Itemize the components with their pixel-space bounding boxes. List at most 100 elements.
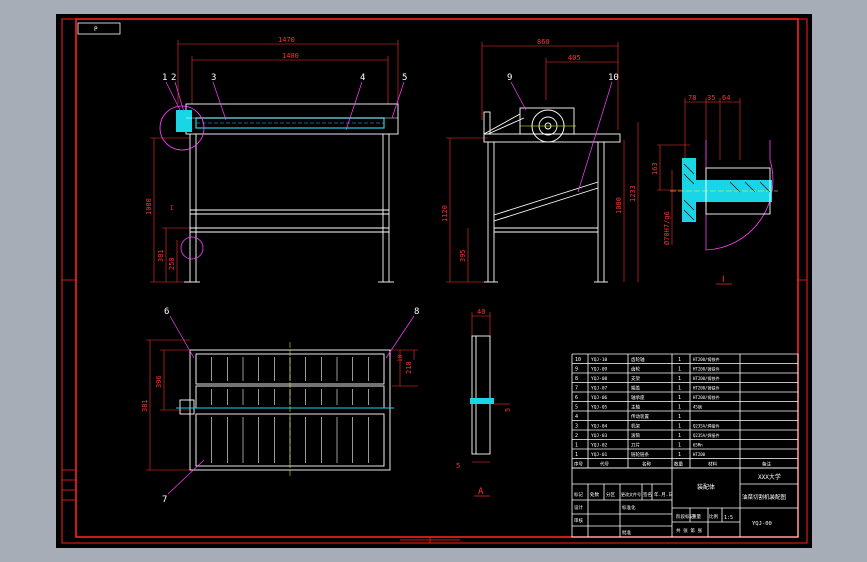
dim-detail-d3: 64	[722, 94, 730, 102]
inner-border	[75, 18, 799, 538]
dim-section-t2: 5	[456, 462, 460, 470]
bom-cell-qty: 1	[678, 357, 681, 363]
bom-cell-qty: 1	[678, 452, 681, 458]
bom-cell-mat: HT200/铸铁件	[693, 356, 719, 362]
label-1: 1	[162, 73, 167, 83]
top-shaft	[179, 399, 195, 415]
dim-top-h2: 381	[141, 399, 149, 412]
bom-cell-mat: HT200	[693, 452, 706, 457]
bom-cell-mat: Q235A/焊接件	[693, 432, 719, 438]
tb-zone: 分区	[606, 491, 615, 498]
tb-stage: 阶段标记	[676, 513, 694, 520]
dim-side-h2: 1080	[615, 197, 623, 214]
bom-cell-qty: 1	[678, 386, 681, 392]
bom-cell-no: 1	[575, 443, 578, 449]
bom-cell-no: 6	[575, 395, 578, 401]
bom-cell-mat: HT200/铸铁件	[693, 366, 719, 372]
bom-cell-no: 1	[575, 452, 578, 458]
dim-depth2: 405	[568, 54, 581, 62]
bom-head-note: 备注	[762, 461, 771, 468]
dim-detail-d1: 78	[688, 94, 696, 102]
bom-cell-no: 3	[575, 424, 578, 430]
bom-head-mat: 材料	[708, 461, 717, 468]
dim-side-h1: 1120	[441, 205, 449, 222]
tb-std: 标准化	[622, 504, 636, 511]
bom-cell-code: YQJ-08	[591, 376, 608, 382]
dim-detail-dia: Ø70H7/g6	[663, 211, 671, 245]
tb-designer: 设计	[574, 504, 583, 511]
bom-cell-mat: HT200/铸铁件	[693, 375, 719, 381]
dim-top-h4: 10	[397, 354, 404, 362]
bom-cell-code: YQJ-06	[591, 395, 608, 401]
bom-cell-name: 传动装置	[631, 413, 649, 420]
side-view: 860 405 1120 1080 1233 395	[441, 38, 639, 283]
bom-cell-no: 8	[575, 376, 578, 382]
label-4: 4	[360, 73, 365, 83]
dim-inner-width: 1400	[282, 52, 299, 60]
bom-cell-mat: 45钢	[693, 404, 702, 410]
bom-cell-no: 2	[575, 433, 578, 439]
bom-cell-qty: 1	[678, 405, 681, 411]
tb-date: 年.月.日	[654, 491, 673, 498]
dim-h2: 250	[168, 257, 176, 270]
bom-cell-code: YQJ-05	[591, 405, 608, 411]
front-shaft-end	[176, 110, 192, 132]
bom-cell-no: 4	[575, 414, 578, 420]
dim-height: 1080	[145, 198, 153, 215]
tb-scale: 1:5	[724, 515, 733, 521]
top-view: 396 381 210 10 6 7 8	[141, 307, 419, 505]
detail-flange	[682, 158, 696, 222]
label-2: 2	[171, 73, 176, 83]
detail-view: 78 35 64 163 Ø70H7/g6 Ⅰ	[651, 94, 778, 285]
bom-cell-no: 10	[575, 357, 581, 363]
bom-cell-code: YQJ-04	[591, 424, 608, 430]
dim-side-h3: 1233	[629, 185, 637, 202]
tb-sheets: 共 张 第 张	[676, 527, 703, 534]
bom-cell-name: 齿轮	[631, 366, 640, 373]
bom-cell-name: 滚筒	[631, 432, 640, 439]
title-block: 装配体 XXX大学 油菜切割机装配图 YQJ-00 1:5 标记 处数 分区 更…	[571, 467, 799, 538]
bom-cell-name: 主轴	[631, 404, 640, 411]
label-3: 3	[211, 73, 216, 83]
tb-school: XXX大学	[758, 473, 781, 481]
tb-drawing-title: 油菜切割机装配图	[742, 493, 787, 501]
section-caption: A	[478, 487, 484, 497]
detail-caption: Ⅰ	[722, 275, 725, 285]
bom-cell-code: YQJ-02	[591, 443, 608, 449]
dim-detail-d2: 35	[707, 94, 715, 102]
sheet-tab-label: P	[94, 26, 98, 33]
tb-mark: 标记	[574, 491, 583, 498]
bom-head-code: 代号	[600, 461, 609, 468]
bom-cell-mat: Q235A/焊接件	[693, 423, 719, 429]
bom-cell-mat: HT200/铸铁件	[693, 394, 719, 400]
dim-side-h4: 395	[459, 249, 467, 262]
bom-cell-no: 5	[575, 405, 578, 411]
front-view: 1470 1400 1080 381 250 I	[145, 36, 407, 283]
tb-sign: 签名	[643, 491, 652, 498]
dim-section-t: 5	[504, 408, 512, 412]
tb-assembly: 装配体	[697, 483, 715, 491]
tb-count: 处数	[590, 491, 599, 498]
bom-cell-code: YQJ-03	[591, 433, 608, 439]
top-view-grid	[195, 357, 385, 463]
bom-head-qty: 数量	[674, 461, 683, 468]
detail-boundary	[705, 140, 774, 251]
bom-cell-name: 端盖	[631, 385, 640, 392]
bom-cell-qty: 1	[678, 376, 681, 382]
sheet-tab	[77, 22, 121, 35]
dim-section-w: 40	[477, 308, 485, 316]
tb-change-doc: 更改文件号	[621, 491, 641, 497]
bom-cell-name: 齿轮轴	[631, 356, 645, 363]
bom-cell-qty: 1	[678, 424, 681, 430]
bom-cell-mat: 65Mn	[693, 443, 703, 448]
bom-cell-name: 机架	[631, 423, 640, 430]
tb-ratio: 比例	[709, 513, 718, 520]
bom-head-name: 名称	[642, 461, 651, 468]
label-10: 10	[608, 73, 619, 83]
bom-cell-mat: HT200/铸铁件	[693, 385, 719, 391]
tb-drawing-no: YQJ-00	[752, 521, 772, 527]
bom-cell-code: YQJ-10	[591, 357, 608, 363]
bom-cell-qty: 1	[678, 443, 681, 449]
